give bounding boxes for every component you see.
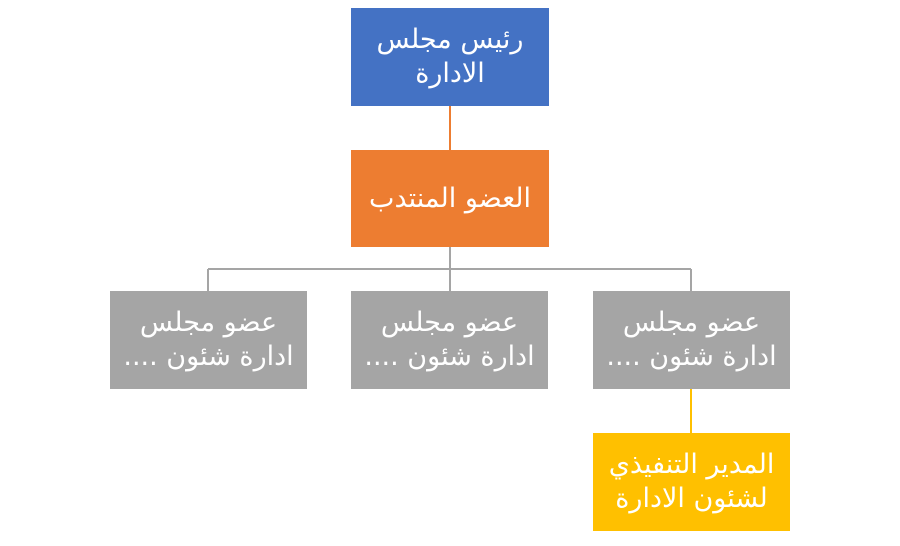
chairman-label: رئيس مجلس الادارة <box>376 24 524 89</box>
managing-director-node: العضو المنتدب <box>351 150 549 247</box>
board-member-node-right: عضو مجلس ادارة شئون .... <box>593 291 790 389</box>
board-member-node-left: عضو مجلس ادارة شئون .... <box>110 291 307 389</box>
board-member-label: عضو مجلس ادارة شئون .... <box>123 307 294 372</box>
board-member-label: عضو مجلس ادارة شئون .... <box>606 307 777 372</box>
board-member-node-center: عضو مجلس ادارة شئون .... <box>351 291 548 389</box>
managing-director-label: العضو المنتدب <box>369 182 531 214</box>
chairman-node: رئيس مجلس الادارة <box>351 8 549 106</box>
board-member-label: عضو مجلس ادارة شئون .... <box>364 307 535 372</box>
executive-director-label: المدير التنفيذي لشئون الادارة <box>608 449 775 514</box>
executive-director-node: المدير التنفيذي لشئون الادارة <box>593 433 790 531</box>
